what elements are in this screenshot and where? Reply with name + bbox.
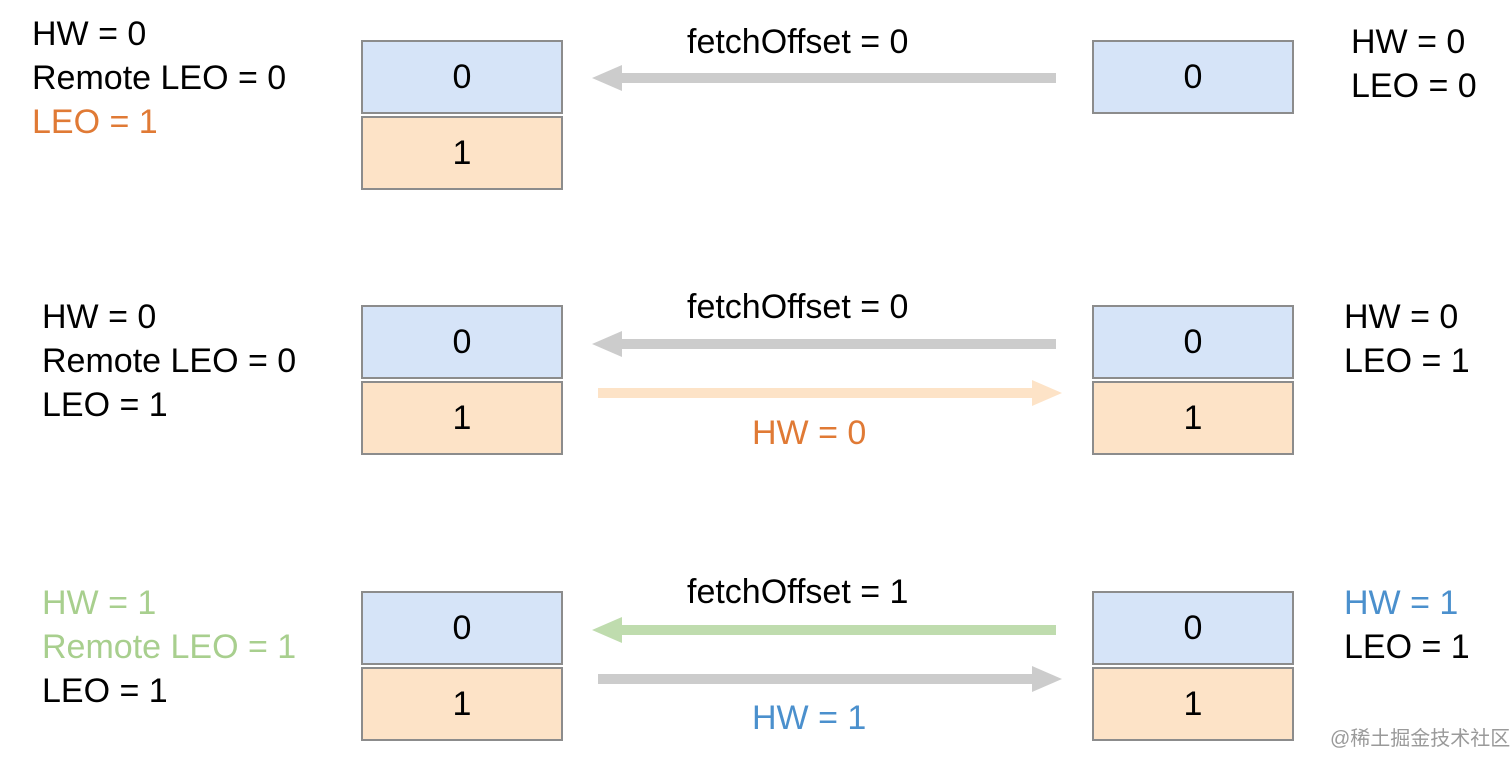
leader-log-entry-1: 1 (361, 381, 563, 455)
fetch-request-arrow (592, 65, 1056, 91)
leader-remote-leo-label: Remote LEO = 0 (42, 342, 297, 380)
follower-state-text: HW = 0 LEO = 1 (1344, 295, 1470, 383)
leader-log-entry-1: 1 (361, 116, 563, 190)
leader-log-entry-0: 0 (361, 591, 563, 665)
arrow-shaft (620, 73, 1056, 83)
arrow-head (1032, 666, 1062, 692)
leader-state-text: HW = 0 Remote LEO = 0 LEO = 1 (42, 295, 296, 427)
fetch-response-hw-label: HW = 0 (752, 414, 867, 452)
leader-hw-label: HW = 1 (42, 584, 157, 622)
follower-log-entry-0: 0 (1092, 40, 1294, 114)
fetch-response-hw-label: HW = 1 (752, 699, 867, 737)
follower-log-entry-1: 1 (1092, 381, 1294, 455)
fetch-response-arrow (598, 666, 1062, 692)
follower-leo-label: LEO = 1 (1344, 628, 1470, 666)
arrow-shaft (598, 674, 1034, 684)
fetch-request-label: fetchOffset = 0 (687, 288, 909, 326)
leader-log-entry-0: 0 (361, 40, 563, 114)
leader-state-text: HW = 0 Remote LEO = 0 LEO = 1 (32, 12, 286, 144)
arrow-head (592, 65, 622, 91)
fetch-request-label: fetchOffset = 1 (687, 573, 909, 611)
fetch-request-arrow (592, 617, 1056, 643)
follower-state-text: HW = 0 LEO = 0 (1351, 20, 1477, 108)
leader-log-entry-0: 0 (361, 305, 563, 379)
leader-log-entry-1: 1 (361, 667, 563, 741)
arrow-shaft (620, 625, 1056, 635)
leader-hw-label: HW = 0 (32, 15, 147, 53)
leader-hw-label: HW = 0 (42, 298, 157, 336)
fetch-request-arrow (592, 331, 1056, 357)
fetch-response-arrow (598, 380, 1062, 406)
follower-log-entry-0: 0 (1092, 591, 1294, 665)
arrow-head (1032, 380, 1062, 406)
fetch-request-label: fetchOffset = 0 (687, 23, 909, 61)
leader-leo-label: LEO = 1 (42, 672, 168, 710)
arrow-head (592, 617, 622, 643)
leader-remote-leo-label: Remote LEO = 1 (42, 628, 297, 666)
follower-leo-label: LEO = 0 (1351, 67, 1477, 105)
leader-remote-leo-label: Remote LEO = 0 (32, 59, 287, 97)
follower-hw-label: HW = 0 (1344, 298, 1459, 336)
follower-state-text: HW = 1 LEO = 1 (1344, 581, 1470, 669)
arrow-shaft (620, 339, 1056, 349)
follower-log-entry-1: 1 (1092, 667, 1294, 741)
arrow-shaft (598, 388, 1034, 398)
follower-leo-label: LEO = 1 (1344, 342, 1470, 380)
follower-log-entry-0: 0 (1092, 305, 1294, 379)
follower-hw-label: HW = 1 (1344, 584, 1459, 622)
arrow-head (592, 331, 622, 357)
watermark: @稀土掘金技术社区 (1330, 728, 1511, 750)
leader-leo-label: LEO = 1 (32, 103, 158, 141)
leader-state-text: HW = 1 Remote LEO = 1 LEO = 1 (42, 581, 296, 713)
leader-leo-label: LEO = 1 (42, 386, 168, 424)
follower-hw-label: HW = 0 (1351, 23, 1466, 61)
